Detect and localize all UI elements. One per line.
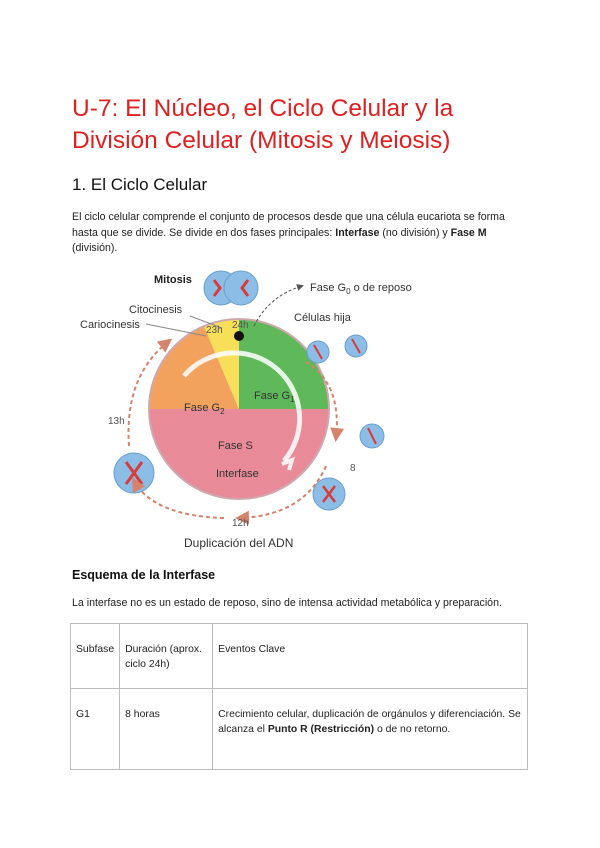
section-heading-ciclo-celular: 1. El Ciclo Celular bbox=[72, 175, 207, 195]
header-subfase: Subfase bbox=[71, 624, 120, 689]
term-fase-m: Fase M bbox=[451, 227, 487, 239]
header-eventos: Eventos Clave bbox=[213, 624, 528, 689]
cell-icon-s bbox=[313, 478, 345, 510]
cell-icon-g2 bbox=[114, 453, 154, 493]
label-mitosis: Mitosis bbox=[154, 274, 192, 286]
eventos-text-2: o de no retorno. bbox=[374, 724, 450, 735]
daughter-cell-icon-2 bbox=[307, 341, 329, 363]
label-fase-g0: Fase G0 o de reposo bbox=[310, 282, 412, 296]
label-fase-g2: Fase G2 bbox=[184, 402, 225, 416]
punto-r-term: Punto R (Restricción) bbox=[268, 724, 374, 735]
label-citocinesis: Citocinesis bbox=[129, 304, 183, 316]
cycle-start-dot bbox=[234, 331, 244, 341]
term-interfase: Interfase bbox=[335, 227, 379, 239]
label-fase-g1: Fase G1 bbox=[254, 390, 295, 404]
header-duracion: Duración (aprox. ciclo 24h) bbox=[120, 624, 213, 689]
label-13h: 13h bbox=[108, 416, 125, 427]
interfase-description: La interfase no es un estado de reposo, … bbox=[72, 597, 502, 609]
label-celulas-hija: Células hija bbox=[294, 312, 352, 324]
section-heading-interfase: Esquema de la Interfase bbox=[72, 568, 215, 582]
table-header-row: Subfase Duración (aprox. ciclo 24h) Even… bbox=[71, 624, 528, 689]
mitosis-cell-icon bbox=[204, 271, 258, 305]
intro-text-2: (no división) y bbox=[379, 227, 450, 239]
label-12h: 12h bbox=[232, 518, 249, 529]
daughter-cell-icon-1 bbox=[345, 335, 367, 357]
label-interfase: Interfase bbox=[216, 468, 259, 480]
intro-text-3: (división). bbox=[72, 242, 117, 254]
label-8h: 8 bbox=[350, 463, 356, 474]
cell-subfase: G1 bbox=[71, 689, 120, 770]
label-cariocinesis: Cariocinesis bbox=[80, 319, 140, 331]
intro-paragraph: El ciclo celular comprende el conjunto d… bbox=[72, 210, 532, 257]
label-23h: 23h bbox=[206, 325, 223, 336]
interfase-table: Subfase Duración (aprox. ciclo 24h) Even… bbox=[70, 623, 528, 770]
label-fase-s: Fase S bbox=[218, 440, 253, 452]
label-duplicacion-adn: Duplicación del ADN bbox=[184, 536, 293, 550]
cell-cycle-diagram: Fase G1 Fase G2 Fase S Interfase Mitosis… bbox=[74, 266, 422, 552]
cell-duracion: 8 horas bbox=[120, 689, 213, 770]
document-title: U-7: El Núcleo, el Ciclo Celular y la Di… bbox=[72, 93, 542, 157]
label-24h: 24h bbox=[232, 320, 249, 331]
table-row: G1 8 horas Crecimiento celular, duplicac… bbox=[71, 689, 528, 770]
cell-eventos: Crecimiento celular, duplicación de orgá… bbox=[213, 689, 528, 770]
cell-icon-g1 bbox=[360, 424, 384, 448]
